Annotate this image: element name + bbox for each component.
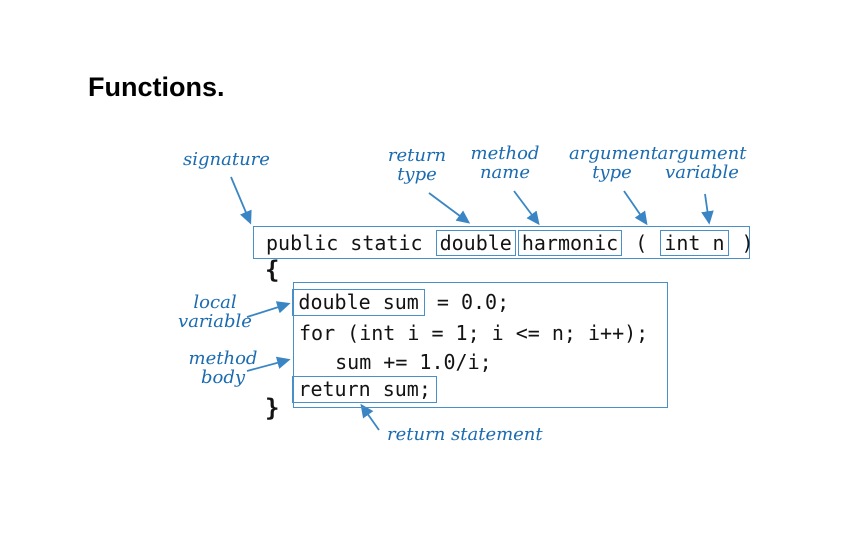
method-name-token: harmonic: [517, 229, 623, 256]
arrow-signature: [230, 176, 252, 225]
arrow-return-type: [428, 192, 471, 224]
code-line-for-loop: for (int i = 1; i <= n; i++);: [299, 321, 649, 345]
arrow-method-name: [513, 190, 540, 226]
label-argument-type: argument type: [569, 143, 658, 183]
signature-prefix: public static: [266, 230, 435, 255]
label-method-name: method name: [470, 143, 540, 183]
code-line-return: return sum;: [292, 376, 437, 403]
open-brace: {: [265, 256, 280, 284]
page-title: Functions.: [88, 72, 225, 102]
arrow-return-statement: [360, 403, 380, 431]
close-paren: ): [729, 230, 754, 255]
open-paren: (: [623, 230, 660, 255]
label-argument-variable: argument variable: [657, 143, 747, 183]
arrow-argument-type: [623, 190, 648, 226]
label-signature: signature: [183, 149, 270, 170]
close-brace: }: [265, 394, 280, 422]
label-method-body: method body: [188, 348, 258, 388]
method-body-box: [293, 282, 668, 408]
arrow-argument-variable: [701, 193, 714, 225]
label-return-statement: return statement: [387, 424, 543, 445]
label-return-type: return type: [387, 145, 447, 185]
local-variable-init: = 0.0;: [424, 290, 510, 314]
code-line-sum: sum += 1.0/i;: [299, 350, 492, 374]
argument-token: int n: [660, 229, 729, 256]
return-statement-token: return sum;: [292, 376, 437, 403]
code-line-local-variable: double sum = 0.0;: [292, 289, 510, 316]
return-type-token: double: [435, 229, 516, 256]
local-variable-token: double sum: [292, 289, 425, 316]
label-local-variable: local variable: [178, 292, 252, 332]
